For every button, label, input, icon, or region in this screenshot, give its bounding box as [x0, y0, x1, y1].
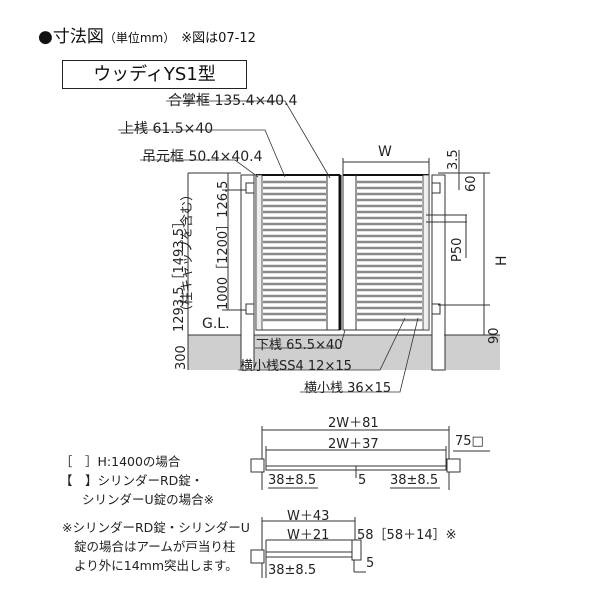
model-name-box: ウッディYS1型: [62, 60, 247, 89]
dim-depth-single: 58［58＋14］※: [357, 528, 457, 543]
note-bracket-h: ［ ］H:1400の場合: [60, 454, 181, 469]
dim-post-cap: （柱キャップを含む）: [180, 187, 195, 318]
dim-width: W: [378, 144, 392, 160]
dim-end-gap: 5: [366, 556, 375, 571]
label-gassho-frame: 合掌框 135.4×40.4: [168, 93, 298, 109]
label-slat: 横小桟 36×15: [304, 381, 392, 396]
ground-area: [188, 335, 500, 370]
dim-post-size: 75□: [455, 434, 484, 449]
right-post: [431, 174, 446, 371]
plan-view-single: [250, 517, 366, 578]
dim-hinge-top: 60: [464, 175, 479, 192]
plan-view-double: [250, 426, 490, 490]
notes-block: ［ ］H:1400の場合 【 】シリンダーRD錠・ シリンダーU錠の場合※: [60, 452, 214, 509]
right-slats: [357, 180, 422, 322]
dim-outer-single: W＋43: [287, 509, 330, 524]
dim-height: H: [494, 255, 510, 266]
label-slat-ss4: 横小桟SS4 12×15: [240, 359, 352, 374]
label-hinge-frame: 吊元框 50.4×40.4: [142, 149, 263, 165]
dim-ground-depth: 300: [174, 345, 189, 370]
dim-left-offset-single: 38±8.5: [268, 563, 317, 578]
footnote-line-2: 錠の場合はアームが戸当り柱: [74, 539, 236, 554]
dim-top-gap: 3.5: [446, 149, 461, 170]
dim-left-offset-double: 38±8.5: [268, 473, 317, 488]
dim-hinge-span: 1000［1200］126.5: [216, 180, 231, 310]
dim-inner-single: W＋21: [287, 528, 330, 543]
ground-level-label: G.L.: [202, 316, 230, 332]
footnote-block: ※シリンダーRD錠・シリンダーU 錠の場合はアームが戸当り柱 より外に14mm突…: [62, 518, 250, 575]
title-text: 寸法図: [52, 27, 104, 47]
note-bracket-lock-2: シリンダーU錠の場合※: [82, 492, 215, 507]
dim-right-offset-double: 38±8.5: [390, 473, 439, 488]
dim-inner-double: 2W＋37: [328, 437, 379, 452]
dim-outer-double: 2W＋81: [328, 416, 379, 431]
note-bracket-lock-1: 【 】シリンダーRD錠・: [60, 473, 204, 488]
hinges: [245, 182, 441, 315]
label-lower-rail: 下桟 65.5×40: [256, 338, 343, 353]
label-upper-rail: 上桟 61.5×40: [120, 121, 214, 137]
dim-bottom-gap: 90: [487, 327, 502, 344]
diagram-title: ●寸法図（単位mm） ※図は07-12: [38, 22, 256, 47]
dim-pitch: P50: [450, 237, 465, 262]
left-post: [240, 174, 255, 371]
left-slats: [263, 180, 326, 322]
footnote-line-1: ※シリンダーRD錠・シリンダーU: [62, 520, 250, 535]
figure-note: ※図は07-12: [181, 31, 256, 46]
footnote-line-3: より外に14mm突出します。: [74, 558, 238, 573]
unit-text: （単位mm）: [103, 31, 176, 45]
dim-center-gap: 5: [358, 473, 367, 488]
bullet-icon: ●: [38, 27, 53, 47]
